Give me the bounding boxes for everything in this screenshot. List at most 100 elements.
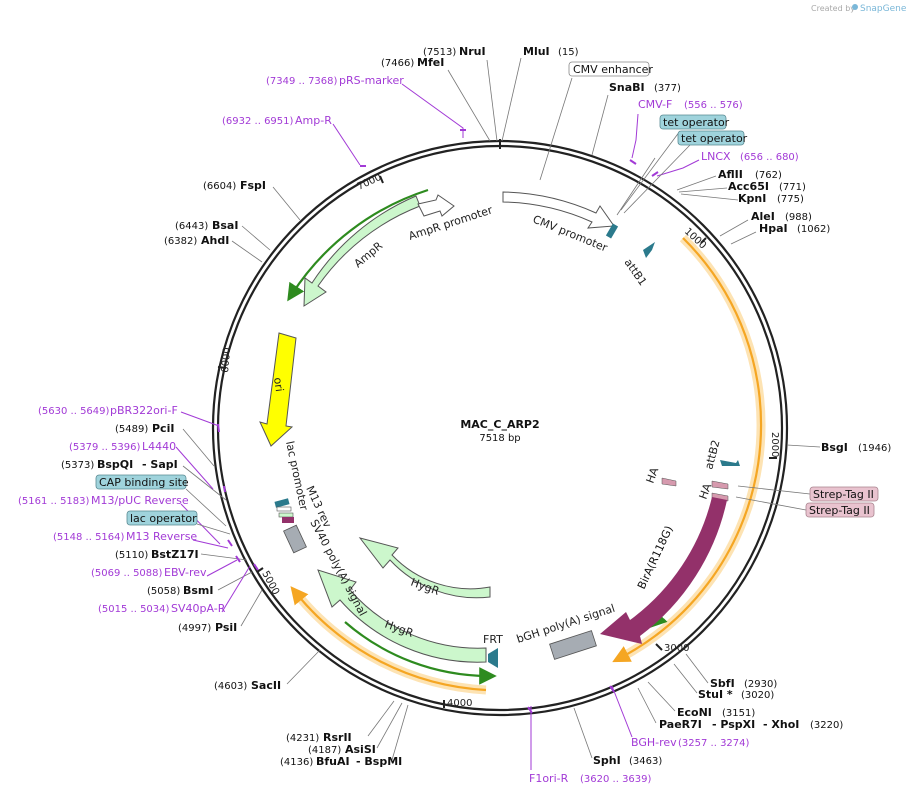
rsrii-name: RsrII xyxy=(323,731,352,744)
m13-reverse-range: (5148 .. 5164) xyxy=(53,532,125,543)
green-arc-bottom xyxy=(344,621,497,685)
orange-arc-right xyxy=(612,237,763,663)
nrui-pos: (7513) xyxy=(423,47,456,58)
bsmi-pos: (5058) xyxy=(147,586,180,597)
pill-cap-text: CAP binding site xyxy=(99,476,189,489)
f1ori-r-range: (3620 .. 3639) xyxy=(580,774,652,785)
pill-strep-tag-2[interactable]: Strep-Tag II xyxy=(805,502,875,518)
ampr-arrow[interactable] xyxy=(303,195,421,307)
m13puc-range: (5161 .. 5183) xyxy=(18,496,90,507)
sv40pa-r-range: (5015 .. 5034) xyxy=(98,604,170,615)
amp-r-name: Amp-R xyxy=(295,114,332,127)
bsgi-pos: (1946) xyxy=(858,443,891,454)
lncx-name: LNCX xyxy=(701,150,731,163)
prs-marker-range: (7349 .. 7368) xyxy=(266,76,338,87)
bfuai-pos: (4136) xyxy=(280,757,313,768)
pcii-pos: (5489) xyxy=(115,424,148,435)
snapgene-watermark: Created by SnapGene xyxy=(811,4,907,14)
paer7i-name: PaeR7I xyxy=(659,718,702,731)
m13rev-block[interactable] xyxy=(282,517,294,523)
hygr-arrow-outer[interactable] xyxy=(317,569,487,663)
cap-block[interactable] xyxy=(274,498,290,508)
tick-7000: 7000 xyxy=(356,172,384,193)
ebv-rev-name: EBV-rev xyxy=(164,566,207,579)
pill-cap-binding-site[interactable]: CAP binding site xyxy=(95,474,189,490)
tick-4000: 4000 xyxy=(447,698,472,709)
mfei-name: MfeI xyxy=(417,56,444,69)
m13puc-name: M13/pUC Reverse xyxy=(91,494,189,507)
green-arc-ampr xyxy=(287,188,429,302)
mlui-pos: (15) xyxy=(558,47,579,58)
lncx-range: (656 .. 680) xyxy=(740,152,799,163)
primer-leaders xyxy=(175,83,700,770)
tick-2000: 2000 xyxy=(769,432,780,457)
bgh-polya-block[interactable] xyxy=(549,630,597,660)
pill-strep-tag-1[interactable]: Strep-Tag II xyxy=(809,486,879,502)
primer-marks xyxy=(217,129,659,714)
ori-arrow[interactable] xyxy=(259,332,297,447)
hygr-arrow-inner[interactable] xyxy=(358,537,491,599)
bira-cds-arrow[interactable] xyxy=(600,497,727,644)
xhoi-name: - XhoI xyxy=(763,718,799,731)
bsmi-name: BsmI xyxy=(183,584,214,597)
cmv-f-range: (556 .. 576) xyxy=(684,100,743,111)
attb1-arrow[interactable] xyxy=(643,242,655,258)
pspxi-name: - PspXI xyxy=(712,718,755,731)
frt-arrow[interactable] xyxy=(488,648,498,668)
acc65i-name: Acc65I xyxy=(728,180,769,193)
lac-operator-block[interactable] xyxy=(278,512,294,518)
pill-tet-operator-2[interactable]: tet operator xyxy=(677,130,748,146)
acc65i-pos: (771) xyxy=(779,182,806,193)
tick-5000: 5000 xyxy=(259,569,281,597)
snabi-name: SnaBI xyxy=(609,81,645,94)
ampr-promoter-arrow[interactable] xyxy=(417,194,455,217)
econi-pos: (3151) xyxy=(722,708,755,719)
plasmid-size: 7518 bp xyxy=(479,433,520,444)
fspi-name: FspI xyxy=(240,179,266,192)
attb2-arrow[interactable] xyxy=(720,460,740,466)
rsrii-pos: (4231) xyxy=(286,733,319,744)
alei-name: AleI xyxy=(751,210,775,223)
bgh-rev-name: BGH-rev xyxy=(631,736,677,749)
stui-name: StuI * xyxy=(698,688,733,701)
ahdi-name: AhdI xyxy=(201,234,229,247)
sphi-name: SphI xyxy=(593,754,621,767)
stui-pos: (3020) xyxy=(741,690,774,701)
frt-label: FRT xyxy=(483,633,503,646)
watermark-brand: SnapGene xyxy=(860,4,907,14)
aflii-name: AflII xyxy=(718,168,743,181)
lac-promoter-block[interactable] xyxy=(276,506,292,512)
sv40-polya-block[interactable] xyxy=(283,524,307,554)
ha-block-2[interactable] xyxy=(711,480,729,490)
sv40pa-r-name: SV40pA-R xyxy=(171,602,226,615)
f1ori-r-name: F1ori-R xyxy=(529,772,569,785)
psii-pos: (4997) xyxy=(178,623,211,634)
pbr322ori-f-name: pBR322ori-F xyxy=(110,404,178,417)
aflii-pos: (762) xyxy=(755,170,782,181)
sbfi-name: SbfI xyxy=(710,677,735,690)
bfuai-name: BfuAI xyxy=(316,755,350,768)
pill-lac-operator[interactable]: lac operator xyxy=(126,510,198,526)
asisi-pos: (4187) xyxy=(308,745,341,756)
pill-tet-operator-1[interactable]: tet operator xyxy=(659,114,730,130)
orange-arc-bottom-glow xyxy=(292,590,487,695)
cmv-promoter-arrow[interactable] xyxy=(502,191,615,229)
attb1-label: attB1 xyxy=(622,256,650,288)
pill-cmv-enhancer[interactable]: CMV enhancer xyxy=(568,61,653,77)
tick-3000: 3000 xyxy=(664,643,689,654)
ebv-rev-range: (5069 .. 5088) xyxy=(91,568,163,579)
sbfi-pos: (2930) xyxy=(744,679,777,690)
orange-arc-right-glow xyxy=(617,234,766,662)
plasmid-name: MAC_C_ARP2 xyxy=(460,418,539,431)
snabi-pos: (377) xyxy=(654,83,681,94)
bira-label: BirA(R118G) xyxy=(635,524,676,591)
nrui-name: NruI xyxy=(459,45,486,58)
pill-tet-op2-text: tet operator xyxy=(681,132,748,145)
watermark-prefix: Created by xyxy=(811,4,855,13)
teal-feature-block[interactable] xyxy=(605,223,619,239)
bspmi-name: - BspMI xyxy=(356,755,402,768)
bsgi-name: BsgI xyxy=(821,441,848,454)
ha-block-1[interactable] xyxy=(661,477,677,487)
